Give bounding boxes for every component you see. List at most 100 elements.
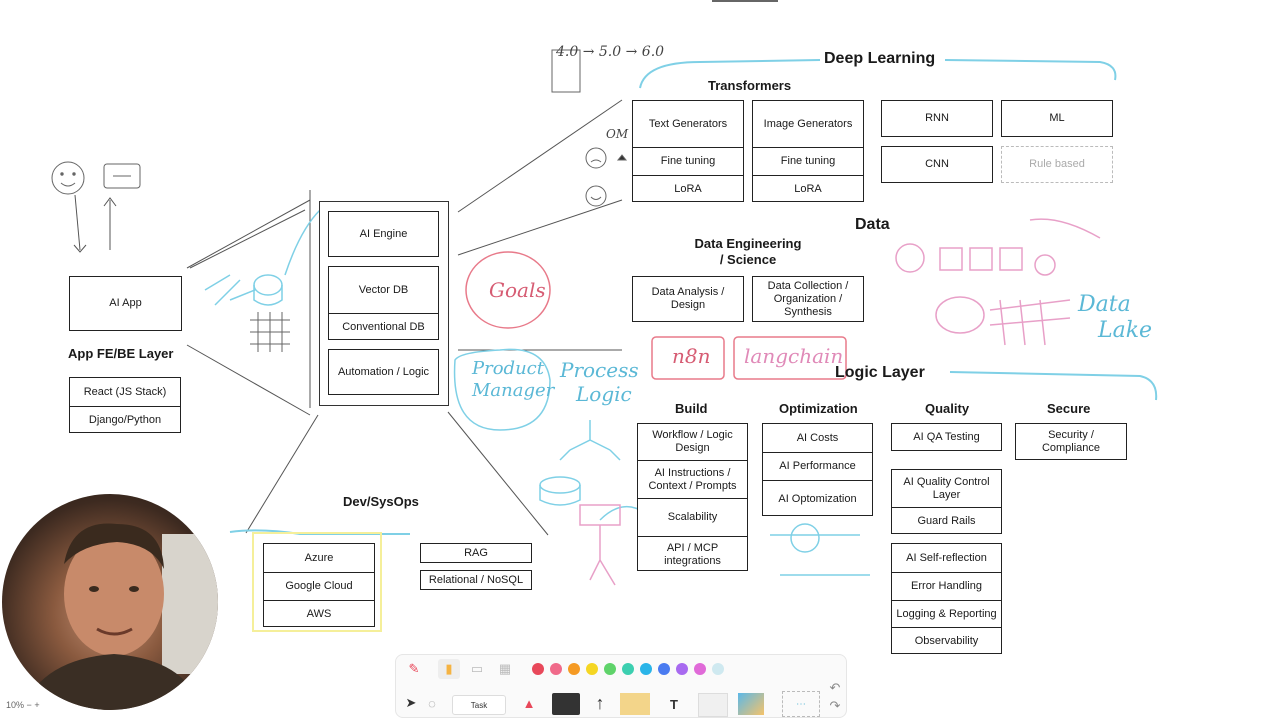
- optimization-heading: Optimization: [779, 401, 858, 416]
- data-lake-line2: Lake: [1098, 318, 1153, 343]
- color-swatch-yellow[interactable]: [586, 663, 598, 675]
- image-fine-tuning-box[interactable]: Fine tuning: [753, 147, 863, 175]
- automation-logic-box[interactable]: Automation / Logic: [328, 349, 439, 395]
- grid-tool-icon[interactable]: ▦: [498, 661, 512, 676]
- zoom-level[interactable]: 10% − +: [6, 700, 40, 710]
- eraser-tool-icon[interactable]: ▭: [470, 661, 484, 676]
- color-swatch-magenta[interactable]: [694, 663, 706, 675]
- arrow-up-icon[interactable]: ↑: [595, 692, 605, 713]
- color-swatch-purple[interactable]: [676, 663, 688, 675]
- color-swatch-cyan[interactable]: [640, 663, 652, 675]
- process-logic-note: Process Logic: [560, 358, 639, 406]
- image-lora-box[interactable]: LoRA: [753, 175, 863, 203]
- data-engineering-heading: Data Engineering / Science: [680, 236, 816, 268]
- observability-group: AI Self-reflection Error Handling Loggin…: [891, 543, 1002, 654]
- quality-control-box[interactable]: AI Quality Control Layer: [903, 475, 990, 501]
- data-lake-note: Data Lake: [1078, 292, 1152, 344]
- goals-note: Goals: [489, 278, 546, 302]
- pen-tool-icon[interactable]: ✎: [408, 661, 420, 676]
- vector-db-box[interactable]: Vector DB: [358, 283, 409, 296]
- quality-heading: Quality: [925, 401, 970, 416]
- workflow-design-box[interactable]: Workflow / Logic Design: [652, 429, 733, 454]
- marker-icon[interactable]: ▲: [522, 695, 536, 711]
- zoom-value: 10%: [6, 700, 25, 710]
- deep-learning-heading: Deep Learning: [824, 50, 936, 67]
- product-manager-note: Product Manager: [472, 358, 554, 402]
- color-swatch-blue[interactable]: [658, 663, 670, 675]
- rule-based-box[interactable]: Rule based: [1001, 146, 1113, 183]
- highlighter-tool-icon[interactable]: ▮: [438, 659, 460, 679]
- task-chip[interactable]: Task: [452, 695, 506, 715]
- text-tool-icon[interactable]: T: [670, 696, 678, 712]
- sticky-note-icon[interactable]: [620, 693, 650, 715]
- n8n-note: n8n: [672, 344, 711, 368]
- color-swatch-green[interactable]: [604, 663, 616, 675]
- data-engineering-line1: Data Engineering: [694, 236, 802, 251]
- zoom-in-icon[interactable]: +: [34, 700, 40, 710]
- logic-layer-heading: Logic Layer: [835, 364, 925, 381]
- rag-box[interactable]: RAG: [420, 543, 532, 563]
- rnn-box[interactable]: RNN: [881, 100, 993, 137]
- ai-optomization-box[interactable]: AI Optomization: [763, 480, 872, 517]
- stack-react[interactable]: React (JS Stack): [83, 385, 167, 398]
- build-group: Workflow / Logic Design AI Instructions …: [637, 423, 748, 571]
- api-mcp-box[interactable]: API / MCP integrations: [638, 536, 747, 572]
- transformers-heading: Transformers: [708, 78, 792, 93]
- text-fine-tuning-box[interactable]: Fine tuning: [633, 147, 743, 175]
- gray-sketches: [51, 49, 859, 352]
- color-swatch-lightblue[interactable]: [712, 663, 724, 675]
- security-compliance-box[interactable]: Security / Compliance: [1015, 423, 1127, 460]
- data-engineering-line2: / Science: [719, 252, 777, 267]
- data-analysis-box[interactable]: Data Analysis / Design: [632, 276, 744, 322]
- stack-django[interactable]: Django/Python: [70, 406, 180, 434]
- undo-icon[interactable]: ↶: [829, 680, 841, 695]
- color-swatch-orange[interactable]: [568, 663, 580, 675]
- scalability-box[interactable]: Scalability: [638, 498, 747, 536]
- aws-box[interactable]: AWS: [264, 600, 374, 628]
- azure-box[interactable]: Azure: [304, 551, 334, 564]
- color-swatch-red[interactable]: [532, 663, 544, 675]
- conventional-db-box[interactable]: Conventional DB: [329, 313, 438, 341]
- ai-qa-testing-box[interactable]: AI QA Testing: [891, 423, 1002, 451]
- image-tool-icon[interactable]: [738, 693, 764, 715]
- cnn-box[interactable]: CNN: [881, 146, 993, 183]
- presenter-webcam: [2, 494, 218, 710]
- data-collection-box[interactable]: Data Collection / Organization / Synthes…: [752, 276, 864, 322]
- self-reflection-box[interactable]: AI Self-reflection: [906, 551, 987, 564]
- error-handling-box[interactable]: Error Handling: [892, 572, 1001, 600]
- google-cloud-box[interactable]: Google Cloud: [264, 572, 374, 600]
- lasso-icon[interactable]: ◌: [428, 695, 436, 711]
- text-generators-box[interactable]: Text Generators: [648, 117, 728, 130]
- optimization-group: AI Costs AI Performance AI Optomization: [762, 423, 873, 516]
- cloud-highlight: [252, 532, 382, 632]
- text-lora-box[interactable]: LoRA: [633, 175, 743, 203]
- ml-box[interactable]: ML: [1001, 100, 1113, 137]
- color-swatch-pink[interactable]: [550, 663, 562, 675]
- pointer-icon[interactable]: ➤: [405, 695, 417, 710]
- image-generators-box[interactable]: Image Generators: [763, 117, 853, 130]
- product-manager-line1: Product: [472, 358, 544, 379]
- ai-app-box[interactable]: AI App: [69, 276, 182, 331]
- ai-costs-box[interactable]: AI Costs: [796, 431, 839, 444]
- cloud-group: Azure Google Cloud AWS: [263, 543, 375, 627]
- template-tool-icon[interactable]: ⋯: [782, 691, 820, 717]
- redo-icon[interactable]: ↷: [829, 698, 841, 713]
- frame-tool-icon[interactable]: [698, 693, 728, 717]
- image-generators-group: Image Generators Fine tuning LoRA: [752, 100, 864, 202]
- zoom-out-icon[interactable]: −: [26, 700, 32, 710]
- logging-reporting-box[interactable]: Logging & Reporting: [892, 600, 1001, 627]
- connector-lines: [73, 99, 623, 536]
- ai-instructions-box[interactable]: AI Instructions / Context / Prompts: [638, 460, 747, 498]
- ai-performance-box[interactable]: AI Performance: [763, 452, 872, 480]
- color-swatch-teal[interactable]: [622, 663, 634, 675]
- ai-engine-box[interactable]: AI Engine: [328, 211, 439, 257]
- process-logic-line2: Logic: [576, 382, 632, 406]
- relational-nosql-box[interactable]: Relational / NoSQL: [420, 570, 532, 590]
- shape-fill-icon[interactable]: [552, 693, 580, 715]
- data-lake-line1: Data: [1078, 292, 1131, 317]
- process-sketches: [204, 209, 870, 576]
- guard-rails-box[interactable]: Guard Rails: [892, 507, 1001, 535]
- build-heading: Build: [675, 401, 708, 416]
- observability-box[interactable]: Observability: [892, 627, 1001, 655]
